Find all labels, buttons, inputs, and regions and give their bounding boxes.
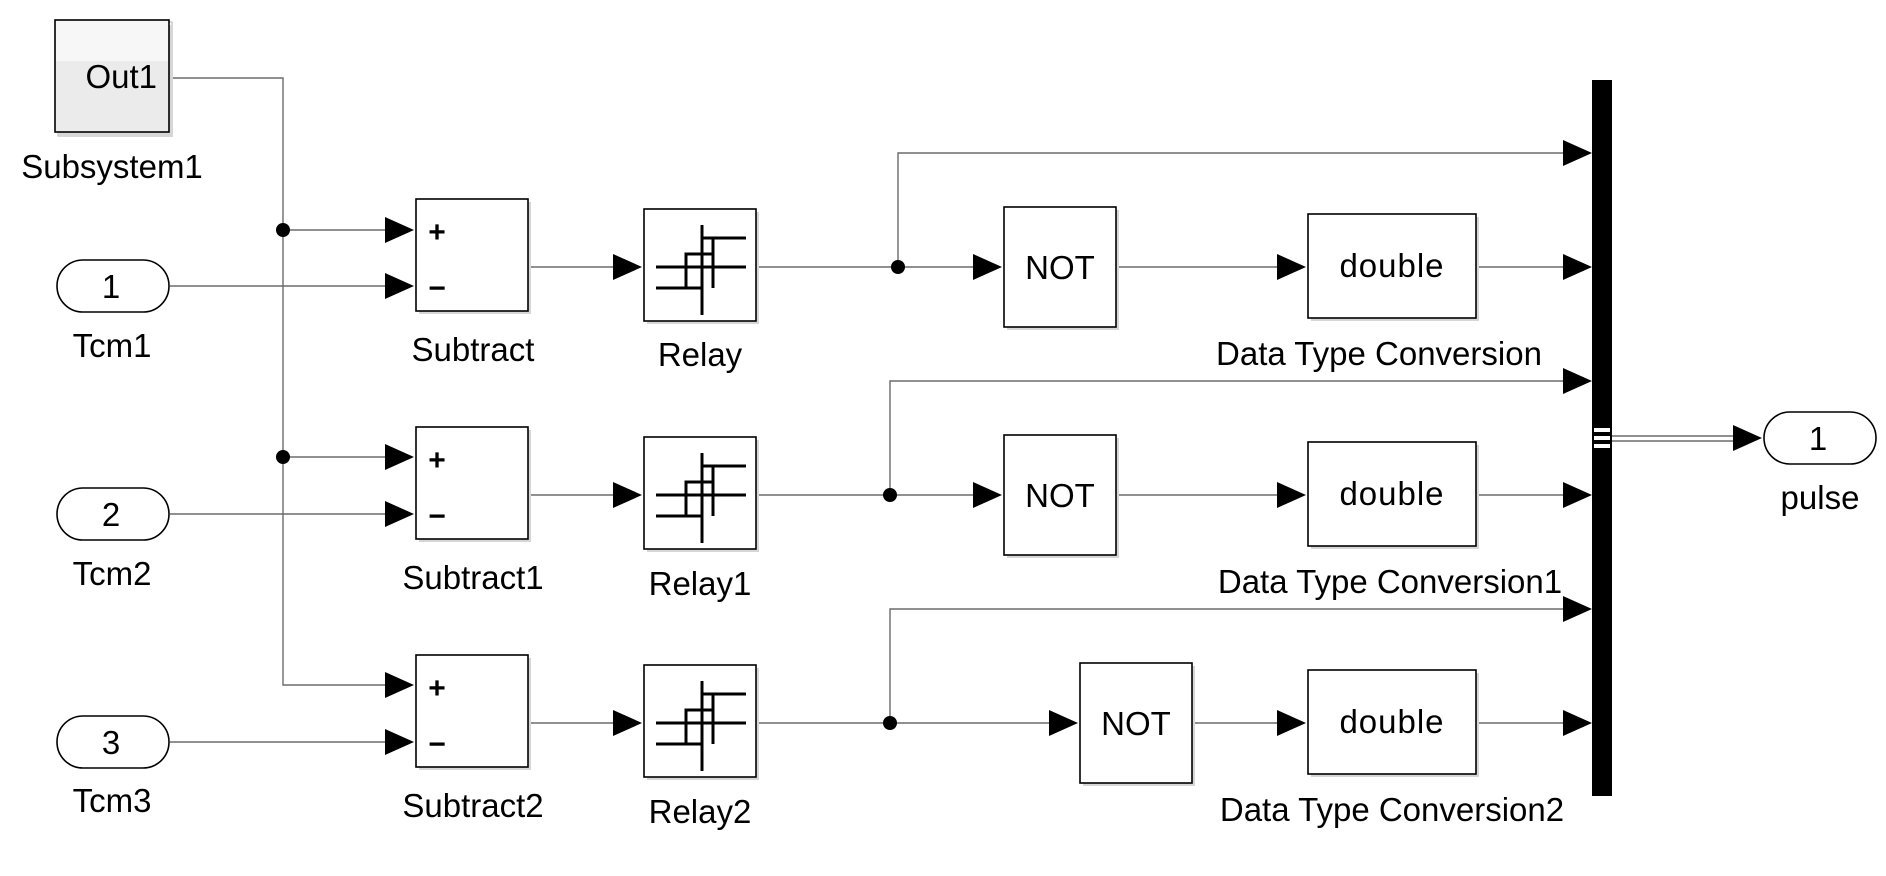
branch-point [891, 260, 905, 274]
outport-number: 1 [1809, 420, 1827, 457]
arrowhead [1277, 482, 1306, 508]
inport-tcm3[interactable]: 3 [56, 715, 170, 769]
not-label: NOT [1025, 249, 1095, 286]
plus-sign: + [428, 216, 446, 249]
relay-hysteresis-icon [656, 225, 746, 315]
subtract-block[interactable]: + − [415, 198, 531, 314]
subtract-name: Subtract2 [402, 787, 543, 824]
arrowhead [613, 482, 642, 508]
subtract2-block[interactable]: + − [415, 654, 531, 770]
relay1-block[interactable] [643, 436, 759, 552]
signal-lines [170, 77, 1736, 743]
relay-block[interactable] [643, 208, 759, 324]
branch-points [276, 223, 905, 730]
relay2-block[interactable] [643, 664, 759, 780]
outport-pulse[interactable]: 1 [1763, 411, 1877, 465]
subtract-name: Subtract1 [402, 559, 543, 596]
signal-line-relay2-mux[interactable] [889, 608, 1568, 723]
arrowhead [1563, 596, 1592, 622]
inport-name: Tcm1 [73, 327, 152, 364]
conversion-name: Data Type Conversion [1216, 335, 1542, 372]
not2-block[interactable]: NOT [1079, 662, 1195, 786]
arrowhead [385, 729, 414, 755]
subtract-name: Subtract [412, 331, 535, 368]
arrowhead [385, 672, 414, 698]
not-block[interactable]: NOT [1003, 206, 1119, 330]
arrowhead [1049, 710, 1078, 736]
conversion-label: double [1339, 703, 1444, 740]
branch-point [276, 223, 290, 237]
arrowhead [1563, 254, 1592, 280]
branch-point [276, 450, 290, 464]
arrowheads [385, 140, 1762, 755]
arrowhead [1277, 710, 1306, 736]
minus-sign: − [428, 500, 446, 533]
data-type-conversion-block[interactable]: double [1307, 213, 1479, 321]
relay-name: Relay2 [649, 793, 752, 830]
not-label: NOT [1101, 705, 1171, 742]
arrowhead [613, 710, 642, 736]
outport-name: pulse [1781, 479, 1860, 516]
not1-block[interactable]: NOT [1003, 434, 1119, 558]
data-type-conversion2-block[interactable]: double [1307, 669, 1479, 777]
relay-name: Relay1 [649, 565, 752, 602]
arrowhead [1563, 140, 1592, 166]
inport-number: 1 [102, 268, 120, 305]
subsystem-block[interactable]: Out1 [54, 19, 173, 137]
branch-point [883, 488, 897, 502]
relay-hysteresis-icon [656, 453, 746, 543]
subsystem-name: Subsystem1 [21, 148, 203, 185]
plus-sign: + [428, 672, 446, 705]
arrowhead [1733, 425, 1762, 451]
conversion-label: double [1339, 475, 1444, 512]
not-label: NOT [1025, 477, 1095, 514]
arrowhead [385, 217, 414, 243]
arrowhead [385, 501, 414, 527]
arrowhead [613, 254, 642, 280]
inport-number: 2 [102, 496, 120, 533]
inport-tcm2[interactable]: 2 [56, 487, 170, 541]
signal-line-relay-mux[interactable] [897, 152, 1568, 267]
relay-hysteresis-icon [656, 681, 746, 771]
plus-sign: + [428, 444, 446, 477]
arrowhead [1563, 368, 1592, 394]
signal-line-relay1-mux[interactable] [889, 380, 1568, 495]
conversion-name: Data Type Conversion1 [1218, 563, 1562, 600]
arrowhead [1563, 482, 1592, 508]
inport-tcm1[interactable]: 1 [56, 259, 170, 313]
arrowhead [385, 273, 414, 299]
arrowhead [973, 482, 1002, 508]
arrowhead [385, 444, 414, 470]
conversion-name: Data Type Conversion2 [1220, 791, 1564, 828]
branch-point [883, 716, 897, 730]
inport-name: Tcm2 [73, 555, 152, 592]
arrowhead [973, 254, 1002, 280]
inport-name: Tcm3 [73, 782, 152, 819]
data-type-conversion1-block[interactable]: double [1307, 441, 1479, 549]
signal-line-mux-out[interactable] [1610, 435, 1736, 442]
minus-sign: − [428, 728, 446, 761]
inport-number: 3 [102, 724, 120, 761]
signal-line-subsystem-out[interactable] [170, 77, 392, 686]
arrowhead [1277, 254, 1306, 280]
relay-name: Relay [658, 336, 743, 373]
mux-block[interactable] [1592, 80, 1612, 796]
subtract1-block[interactable]: + − [415, 426, 531, 542]
arrowhead [1563, 710, 1592, 736]
subsystem-port-label: Out1 [85, 58, 157, 95]
conversion-label: double [1339, 247, 1444, 284]
minus-sign: − [428, 272, 446, 305]
